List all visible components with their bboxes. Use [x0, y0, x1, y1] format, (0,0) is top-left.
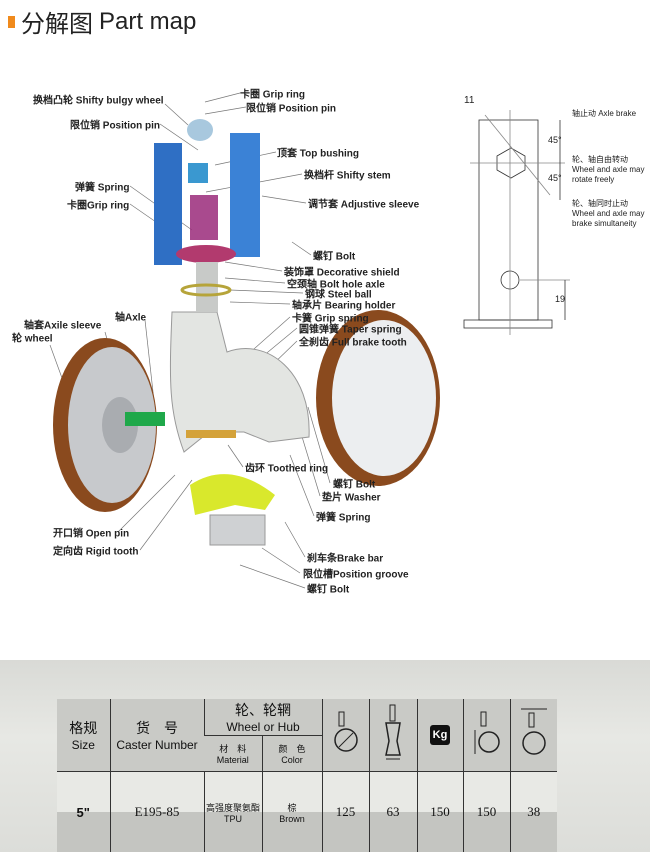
label-bolt-mid: 螺钉 Bolt	[333, 479, 376, 491]
total-height-icon	[462, 699, 510, 772]
fork-body	[169, 311, 310, 546]
hub-header-en: Wheel or Hub	[226, 719, 300, 734]
label-position-pin-top: 限位销 Position pin	[246, 103, 336, 115]
label-taper-spring: 圆锥弹簧 Taper spring	[299, 324, 402, 336]
wheel-width-icon	[368, 699, 417, 772]
stem-assembly	[154, 119, 260, 312]
tech-drawing	[463, 110, 570, 335]
label-spring-lower: 弹簧 Spring	[316, 512, 371, 524]
cell-size: 5"	[57, 771, 110, 852]
label-brake-bar: 刹车条Brake bar	[307, 553, 384, 565]
wheel-diameter-icon	[321, 699, 369, 772]
label-position-pin: 限位销 Position pin	[70, 120, 160, 132]
bullet-icon	[8, 15, 15, 28]
brake-cn: 轮、轴同时止动	[572, 199, 628, 208]
label-toothed-ring: 齿环 Toothed ring	[245, 463, 329, 475]
axle-brake-text: 轴止动 Axle brake	[572, 109, 637, 118]
label-spring-upper: 弹簧 Spring	[75, 182, 130, 194]
label-grip-ring-top: 卡圈 Grip ring	[240, 89, 305, 101]
label-open-pin: 开口销 Open pin	[53, 528, 130, 540]
label-wheel: 轮 wheel	[12, 333, 53, 345]
label-position-groove: 限位槽Position groove	[303, 569, 409, 581]
label-shifty-bulgy-wheel: 换档凸轮 Shifty bulgy wheel	[33, 95, 164, 107]
cell-width: 63	[368, 771, 417, 852]
material-header-cn: 材 料	[219, 743, 247, 754]
brake-en1: Wheel and axle may	[572, 209, 645, 218]
cell-load: 150	[416, 771, 463, 852]
cell-material-en: TPU	[224, 813, 242, 824]
rotate-en1: Wheel and axle may	[572, 165, 645, 174]
color-header-cn: 颜 色	[278, 743, 306, 754]
label-steel-ball: 钢球 Steel ball	[305, 289, 372, 301]
brake-en2: brake simultaneity	[572, 219, 637, 228]
load-capacity-icon: Kg	[416, 699, 463, 772]
size-header-en: Size	[71, 737, 95, 752]
cell-material-cn: 高强度聚氨酯	[205, 802, 260, 813]
label-bearing-holder: 轴承片 Bearing holder	[292, 300, 396, 312]
exploded-diagram	[49, 92, 570, 589]
cell-height: 150	[462, 771, 510, 852]
dim-19: 19	[555, 294, 566, 304]
label-grip-spring: 卡簧 Grip spring	[292, 313, 369, 325]
material-header-en: Material	[216, 754, 249, 765]
label-rigid-tooth: 定向齿 Rigid tooth	[53, 546, 139, 558]
number-header-cn: 货 号	[136, 719, 178, 736]
label-grip-ring: 卡圈Grip ring	[67, 200, 130, 212]
wheel-right	[316, 310, 440, 486]
cell-number: E195-85	[109, 771, 204, 852]
label-shifty-stem: 换档杆 Shifty stem	[304, 170, 391, 182]
cell-diameter: 125	[321, 771, 369, 852]
title-en: Part map	[99, 7, 197, 35]
swivel-offset-icon	[509, 699, 557, 772]
color-header-en: Color	[281, 754, 303, 765]
size-header-cn: 格规	[69, 719, 98, 736]
number-header-en: Caster Number	[116, 737, 198, 752]
rotate-cn: 轮、轴自由转动	[572, 155, 628, 164]
label-decorative-shield: 装饰罩 Decorative shield	[284, 267, 400, 279]
hub-header-cn: 轮、轮辋	[235, 701, 291, 718]
dim-11: 11	[464, 95, 475, 106]
cell-offset: 38	[509, 771, 557, 852]
cell-color-cn: 棕	[287, 802, 297, 813]
wheel-left	[53, 338, 165, 512]
angle-2: 45°	[548, 173, 562, 183]
label-adjustive-sleeve: 调节套 Adjustive sleeve	[308, 199, 420, 211]
label-bolt-hole-axle: 空颈轴 Bolt hole axle	[287, 279, 385, 291]
label-axle-sleeve: 轴套Axile sleeve	[24, 320, 102, 332]
title-cn: 分解图	[21, 11, 93, 38]
label-axle: 轴Axle	[115, 312, 147, 324]
angle-1: 45°	[548, 135, 562, 145]
label-washer: 垫片 Washer	[322, 492, 381, 504]
label-bolt-upper: 螺钉 Bolt	[313, 251, 356, 263]
cell-color-en: Brown	[279, 813, 305, 824]
label-top-bushing: 顶套 Top bushing	[277, 148, 360, 160]
label-bolt-lower: 螺钉 Bolt	[307, 584, 350, 596]
rotate-en2: rotate freely	[572, 175, 615, 184]
label-full-brake-tooth: 全刹齿 Full brake tooth	[299, 337, 407, 349]
